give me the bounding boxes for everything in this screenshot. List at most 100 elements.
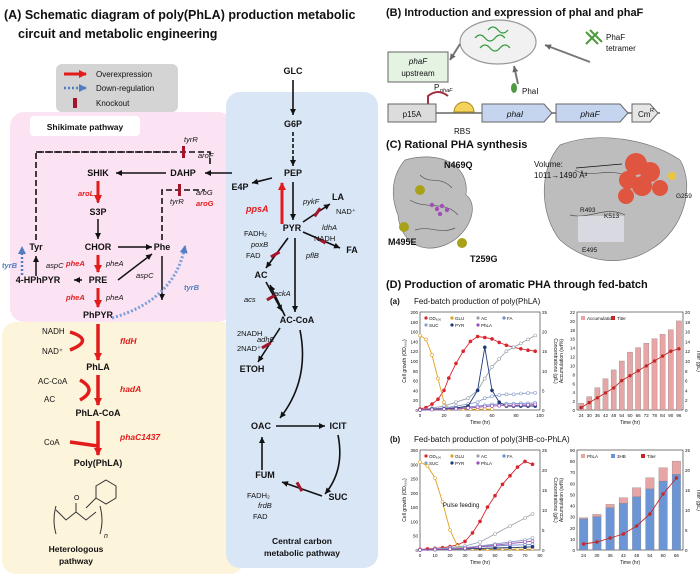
titer-point xyxy=(579,405,583,410)
x-tick-label: 40 xyxy=(477,553,483,558)
legend-label: PYR xyxy=(455,323,465,328)
y-tick-label: 50 xyxy=(413,534,419,539)
y-tick-label: 300 xyxy=(410,462,418,467)
data-point xyxy=(515,465,520,469)
data-point xyxy=(442,388,446,393)
legend-label: GLU xyxy=(455,316,464,321)
bar xyxy=(651,338,658,411)
data-point xyxy=(511,345,516,350)
legend-label: PhLA xyxy=(481,323,492,328)
y-tick-label: 120 xyxy=(410,349,418,354)
y-tick-label: 180 xyxy=(410,320,418,325)
heterologous-region xyxy=(2,322,244,574)
y2-tick-label: 25 xyxy=(542,448,548,453)
data-point xyxy=(454,406,458,411)
cofactor-nadh1: NADH xyxy=(42,327,65,336)
y2-tick-label: 10 xyxy=(542,369,548,374)
data-point xyxy=(504,392,509,397)
data-point xyxy=(523,459,527,464)
data-point xyxy=(418,333,422,338)
svg-text:upstream: upstream xyxy=(401,69,435,78)
data-point xyxy=(466,406,470,410)
x-axis-label: Time (hr) xyxy=(620,560,640,566)
data-point xyxy=(442,407,446,412)
data-point xyxy=(482,335,487,340)
data-point xyxy=(482,396,487,401)
data-point xyxy=(526,391,530,395)
titer-point xyxy=(660,354,665,358)
cofactor-fadh2-a: FADH₂ xyxy=(244,229,267,238)
y2-tick-label: 15 xyxy=(685,488,691,493)
data-point xyxy=(490,404,494,408)
legend-label: PhLA xyxy=(587,454,598,459)
y2-tick-label: 6 xyxy=(685,379,688,384)
phaf-tetramer-icon xyxy=(585,29,603,45)
data-point xyxy=(490,337,494,341)
residue-k513: K513 xyxy=(604,213,620,220)
gene-pflb: pflB xyxy=(305,251,319,260)
legend-marker xyxy=(424,316,428,320)
y2-axis-label: Concentrations (g/L) xyxy=(552,477,558,523)
y2-tick-label: 20 xyxy=(542,330,548,335)
y-tick-label: 0 xyxy=(572,408,575,413)
gene-phea2n: pheA xyxy=(105,293,124,302)
legend-marker xyxy=(450,454,454,458)
data-point xyxy=(463,546,467,551)
y-tick-label: 10 xyxy=(570,363,576,368)
data-point xyxy=(530,536,535,540)
heterologous-title: Heterologous xyxy=(49,544,104,554)
y2-tick-label: 2 xyxy=(685,398,688,403)
legend-label: SUC xyxy=(429,461,439,466)
legend-label: Titer xyxy=(647,454,656,459)
residue-sphere-icon xyxy=(668,172,676,180)
panel-a-legend: Overexpression Down-regulation Knockout xyxy=(56,64,178,112)
residue-e495: E495 xyxy=(582,247,598,254)
legend-marker xyxy=(424,323,428,327)
metabolite-la: LA xyxy=(332,192,344,202)
phaf-squiggle-icon xyxy=(474,26,511,52)
data-point xyxy=(442,400,446,405)
residue-sphere-icon xyxy=(457,238,467,248)
data-point xyxy=(485,505,490,509)
gene-phea1n: pheA xyxy=(105,259,124,268)
cofactor-nad1: NAD⁺ xyxy=(42,347,63,356)
legend-label: GLU xyxy=(455,454,464,459)
gene-tyrr1: tyrR xyxy=(184,135,198,144)
y-tick-label: 200 xyxy=(410,310,418,315)
metabolite-suc: SUC xyxy=(328,492,348,502)
titer-point xyxy=(644,364,648,368)
legend-label: Accumulation xyxy=(587,316,615,321)
panel-a-title-line1: (A) Schematic diagram of poly(PhLA) prod… xyxy=(4,8,355,22)
x-tick-label: 54 xyxy=(647,553,653,558)
cm-label: Cm xyxy=(638,110,651,119)
legend-marker xyxy=(476,316,480,320)
x-tick-label: 90 xyxy=(668,413,674,418)
metabolite-pyr: PYR xyxy=(283,223,302,233)
data-point xyxy=(508,524,512,528)
svg-text:phaI: phaI xyxy=(506,109,524,119)
cm-superscript: R xyxy=(650,108,654,114)
data-point xyxy=(530,539,535,544)
legend-marker xyxy=(450,461,454,465)
svg-text:phaF: phaF xyxy=(579,109,600,119)
titer-line xyxy=(583,477,677,545)
legend-knockout: Knockout xyxy=(96,99,130,108)
titer-point xyxy=(612,386,616,390)
titer-point xyxy=(581,542,586,546)
legend-overexpression: Overexpression xyxy=(96,70,152,79)
y-tick-label: 250 xyxy=(410,477,418,482)
gene-ldha: ldhA xyxy=(322,223,337,232)
heterologous-title2: pathway xyxy=(59,556,93,566)
shikimate-pathway-title: Shikimate pathway xyxy=(47,122,124,132)
x-tick-label: 60 xyxy=(627,413,633,418)
polymer-n: n xyxy=(104,533,108,540)
y2-tick-label: 0 xyxy=(542,408,545,413)
y-tick-label: 0 xyxy=(415,548,418,553)
series-line-1 xyxy=(419,461,533,550)
y-tick-label: 100 xyxy=(410,519,418,524)
panel-b-title: (B) Introduction and expression of phaI … xyxy=(386,7,644,19)
bar xyxy=(618,497,628,504)
data-point xyxy=(518,403,523,407)
